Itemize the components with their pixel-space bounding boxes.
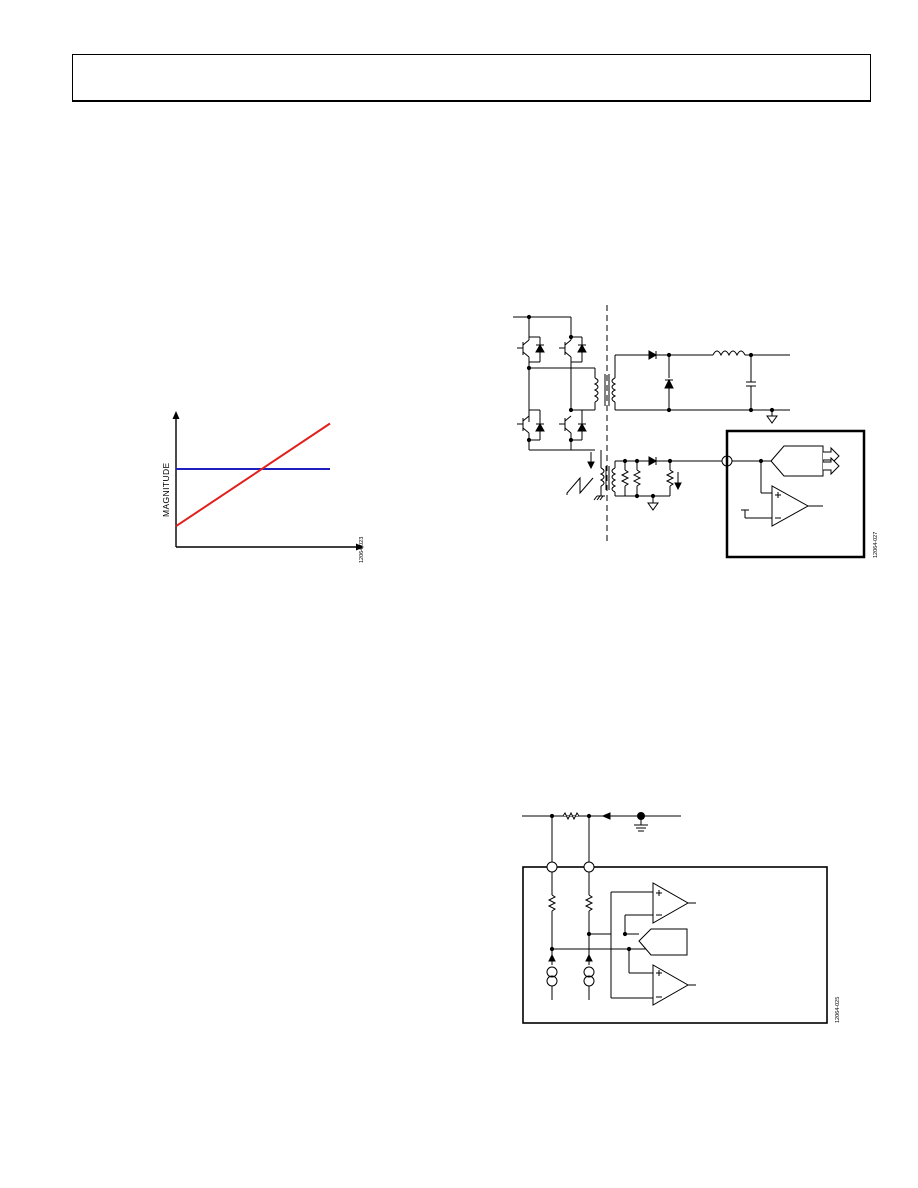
- current-direction-arrow: [601, 812, 611, 820]
- figure-id-magnitude: 12064-023: [359, 537, 365, 563]
- adc-block: [770, 445, 840, 477]
- ground-symbol-1: [766, 410, 778, 424]
- current-source-1: [546, 953, 558, 1000]
- gain-resistor-1: [547, 894, 557, 912]
- ic-box: [725, 429, 866, 559]
- main-transformer: [593, 368, 617, 410]
- pin-2: [583, 861, 595, 873]
- gain-resistor-2: [584, 894, 594, 912]
- ground-symbol-2: [647, 496, 659, 511]
- current-transformer: [599, 450, 617, 496]
- diode-d3: [529, 410, 545, 441]
- ground-node: [634, 812, 648, 832]
- figure-id-power-supply: 12064-027: [873, 532, 879, 558]
- diode-d1: [529, 337, 545, 363]
- rectifier-diode-2: [648, 456, 658, 466]
- y-axis-label: MAGNITUDE: [161, 462, 171, 517]
- burden-resistor-2: [632, 461, 642, 496]
- comparator: [771, 485, 823, 527]
- current-sense-arrow: [587, 452, 595, 470]
- ramp-waveform: [566, 476, 594, 495]
- amplifier-top: [652, 882, 696, 924]
- current-sense-schematic: 12064-025: [522, 811, 841, 1024]
- pin-1: [546, 861, 558, 873]
- load-arrow: [674, 472, 682, 491]
- load-resistor: [665, 461, 675, 496]
- adc-block-2: [638, 928, 688, 956]
- transistor-q2: [559, 337, 572, 368]
- diode-d4: [571, 410, 587, 441]
- power-supply-schematic: 12064-027: [513, 305, 879, 559]
- chassis-ground: [593, 495, 605, 501]
- transistor-q1: [517, 337, 530, 368]
- magnitude-chart: MAGNITUDE 12064-023: [161, 411, 365, 563]
- current-source-2: [583, 953, 595, 1000]
- burden-resistor-1: [620, 461, 630, 496]
- x-axis-arrow: [356, 543, 364, 551]
- rectifier-diode-1: [648, 350, 658, 360]
- figure-id-current-sense: 12064-025: [835, 997, 841, 1023]
- diode-d2: [571, 337, 587, 363]
- shunt-resistor: [562, 811, 580, 821]
- transistor-q3: [517, 415, 530, 445]
- page-header-box: [72, 54, 871, 102]
- transistor-q4: [559, 415, 572, 445]
- amplifier-bottom: [652, 964, 696, 1006]
- output-inductor: [712, 350, 746, 357]
- ic-box-2: [522, 866, 828, 1024]
- y-axis-arrow: [172, 411, 180, 419]
- output-capacitor: [746, 355, 756, 410]
- series-line-red: [175, 422, 331, 528]
- freewheel-diode: [664, 355, 674, 410]
